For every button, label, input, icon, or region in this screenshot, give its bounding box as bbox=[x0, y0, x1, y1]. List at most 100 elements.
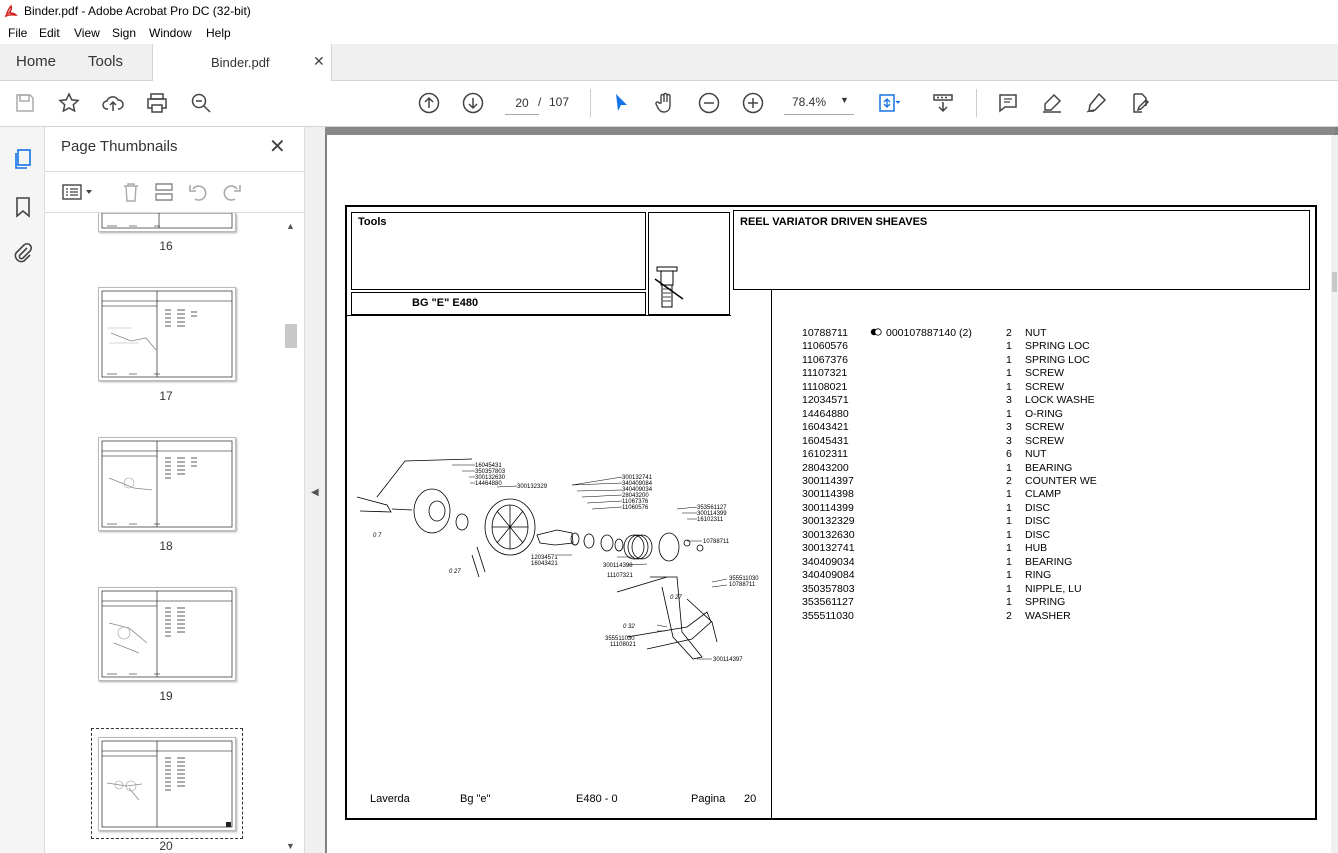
close-tab-icon[interactable]: ✕ bbox=[313, 53, 325, 69]
diagram-label: 16102311 bbox=[697, 517, 724, 523]
page-thumbnail[interactable] bbox=[98, 737, 236, 831]
part-code: 16045431 bbox=[802, 434, 849, 447]
diagram-label: 340409084 bbox=[622, 481, 653, 487]
part-description: CLAMP bbox=[1025, 488, 1062, 501]
page-number-input[interactable] bbox=[505, 92, 539, 115]
next-page-icon[interactable] bbox=[461, 91, 485, 115]
highlight-pen-icon[interactable] bbox=[1040, 91, 1064, 115]
part-description: SCREW bbox=[1025, 421, 1065, 434]
thumbnail-toolbar bbox=[45, 171, 304, 213]
tab-home[interactable]: Home bbox=[16, 53, 57, 70]
thumbnail-label: 19 bbox=[159, 689, 173, 703]
part-note bbox=[890, 583, 1006, 596]
part-description: WASHER bbox=[1025, 609, 1071, 622]
menu-bar: File Edit View Sign Window Help bbox=[0, 22, 1338, 44]
attachment-icon[interactable] bbox=[11, 241, 35, 265]
page-thumbnail[interactable] bbox=[98, 437, 236, 531]
menu-file[interactable]: File bbox=[8, 26, 28, 40]
part-code: 300114398 bbox=[802, 488, 854, 501]
close-panel-icon[interactable]: ✕ bbox=[269, 136, 286, 158]
diagram-label: 11108021 bbox=[610, 642, 636, 648]
tool-symbol-box bbox=[648, 212, 730, 315]
page-thumbnail[interactable] bbox=[98, 287, 236, 381]
toolbar: / 107 78.4% ▼ bbox=[0, 81, 1338, 127]
part-note bbox=[890, 529, 1006, 542]
page-top-edge bbox=[325, 127, 1335, 135]
thumbnail-label: 16 bbox=[159, 239, 173, 253]
page-separator: / bbox=[538, 95, 542, 109]
scroll-down-icon[interactable]: ▼ bbox=[286, 841, 295, 851]
tab-document[interactable]: Binder.pdf ✕ bbox=[152, 44, 332, 81]
part-note bbox=[890, 556, 1006, 569]
print-icon[interactable] bbox=[145, 91, 169, 115]
zoom-out-icon[interactable] bbox=[697, 91, 721, 115]
insert-page-icon[interactable] bbox=[153, 181, 175, 203]
part-note bbox=[890, 381, 1006, 394]
diagram-label: 300114398 bbox=[603, 563, 633, 569]
comment-icon[interactable] bbox=[996, 91, 1020, 115]
part-note bbox=[890, 596, 1006, 609]
zoom-in-icon[interactable] bbox=[741, 91, 765, 115]
previous-page-icon[interactable] bbox=[417, 91, 441, 115]
document-scrollbar[interactable] bbox=[1331, 135, 1338, 853]
part-code: 300114397 bbox=[802, 474, 854, 487]
save-icon[interactable] bbox=[13, 91, 37, 115]
panel-splitter[interactable]: ◀ bbox=[305, 127, 325, 853]
upload-cloud-icon[interactable] bbox=[101, 91, 125, 115]
part-code: 10788711 bbox=[802, 327, 848, 339]
fit-page-icon[interactable] bbox=[876, 91, 901, 115]
column-divider bbox=[771, 290, 772, 818]
panel-scrollbar[interactable]: ▲ ▼ bbox=[284, 221, 298, 853]
menu-edit[interactable]: Edit bbox=[39, 26, 60, 40]
part-qty: 2 bbox=[1006, 474, 1012, 487]
collapse-panel-icon[interactable]: ◀ bbox=[311, 487, 319, 498]
page-thumbnail[interactable] bbox=[98, 587, 236, 681]
diagram-label: 10788711 bbox=[729, 582, 756, 588]
find-zoom-icon[interactable] bbox=[189, 91, 213, 115]
menu-help[interactable]: Help bbox=[206, 26, 231, 40]
menu-view[interactable]: View bbox=[74, 26, 100, 40]
part-code: 11108021 bbox=[802, 380, 848, 393]
tab-tools[interactable]: Tools bbox=[88, 53, 124, 70]
part-description: SPRING bbox=[1025, 596, 1066, 609]
rotate-right-icon[interactable] bbox=[221, 181, 243, 203]
zoom-select[interactable]: 78.4% ▼ bbox=[784, 90, 854, 115]
document-scrollbar-thumb[interactable] bbox=[1332, 272, 1337, 292]
part-code: 340409034 bbox=[802, 555, 855, 568]
select-cursor-icon[interactable] bbox=[609, 91, 633, 115]
bookmark-icon[interactable] bbox=[11, 195, 35, 219]
hand-tool-icon[interactable] bbox=[653, 91, 677, 115]
fill-sign-icon[interactable] bbox=[1128, 91, 1152, 115]
part-note bbox=[890, 340, 1006, 353]
scroll-mode-icon[interactable] bbox=[931, 91, 955, 115]
menu-window[interactable]: Window bbox=[149, 26, 192, 40]
draw-sign-icon[interactable] bbox=[1084, 91, 1108, 115]
part-note bbox=[890, 569, 1006, 582]
tool-symbol-icon bbox=[654, 266, 684, 308]
part-note bbox=[890, 610, 1006, 623]
part-code: 300132329 bbox=[802, 515, 855, 528]
diagram-label: 300114397 bbox=[713, 657, 743, 663]
selected-thumbnail-outline bbox=[91, 728, 243, 839]
part-description: SCREW bbox=[1025, 434, 1065, 447]
diagram-label: 0 27 bbox=[449, 569, 461, 575]
part-qty: 1 bbox=[1006, 488, 1012, 501]
menu-sign[interactable]: Sign bbox=[112, 26, 137, 40]
diagram-label: 16045431 bbox=[475, 463, 502, 469]
part-qty: 1 bbox=[1006, 380, 1012, 393]
delete-page-icon[interactable] bbox=[120, 181, 142, 203]
page-thumbnails-icon[interactable] bbox=[11, 147, 35, 171]
scroll-up-icon[interactable]: ▲ bbox=[286, 221, 295, 231]
thumbnail-options-icon[interactable] bbox=[61, 182, 95, 202]
rotate-left-icon[interactable] bbox=[187, 181, 209, 203]
part-note bbox=[890, 354, 1006, 367]
scrollbar-thumb[interactable] bbox=[285, 324, 297, 348]
bookmark-star-icon[interactable] bbox=[57, 91, 81, 115]
page-thumbnail[interactable] bbox=[98, 212, 236, 232]
